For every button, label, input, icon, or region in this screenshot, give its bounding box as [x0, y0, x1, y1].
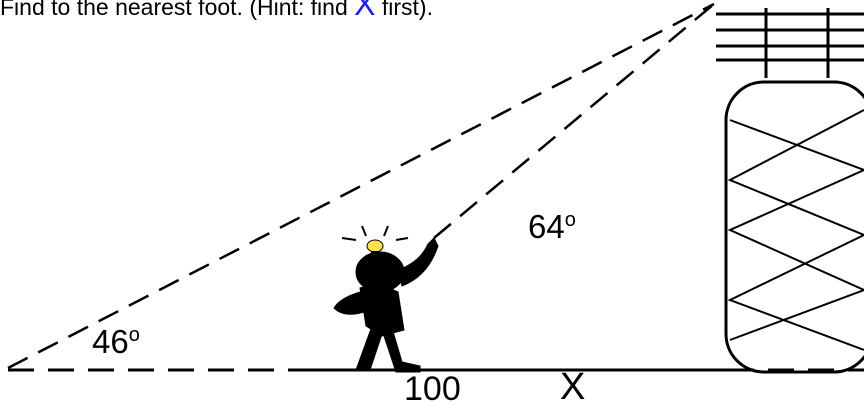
sight-line-far [7, 2, 715, 370]
sight-line-near [433, 3, 715, 239]
instruction-main: Find to the nearest foot. (Hint: find [0, 0, 355, 20]
instruction-tail: first). [375, 0, 433, 20]
angle-near-label: 64o [528, 208, 576, 246]
instruction-text: Find to the nearest foot. (Hint: find X … [0, 0, 433, 21]
lightbulb-icon [366, 239, 384, 255]
distance-unknown-label: X [560, 366, 586, 408]
angle-far-label: 46o [92, 323, 140, 361]
angle-near-value: 64 [528, 208, 565, 245]
angle-far-value: 46 [92, 323, 129, 360]
angle-far-degree: o [128, 324, 140, 346]
angle-near-degree: o [564, 209, 576, 231]
distance-known-label: 100 [404, 370, 461, 408]
instruction-variable: X [354, 0, 376, 22]
thinking-person-icon [333, 225, 439, 373]
water-tower-icon [716, 8, 864, 374]
